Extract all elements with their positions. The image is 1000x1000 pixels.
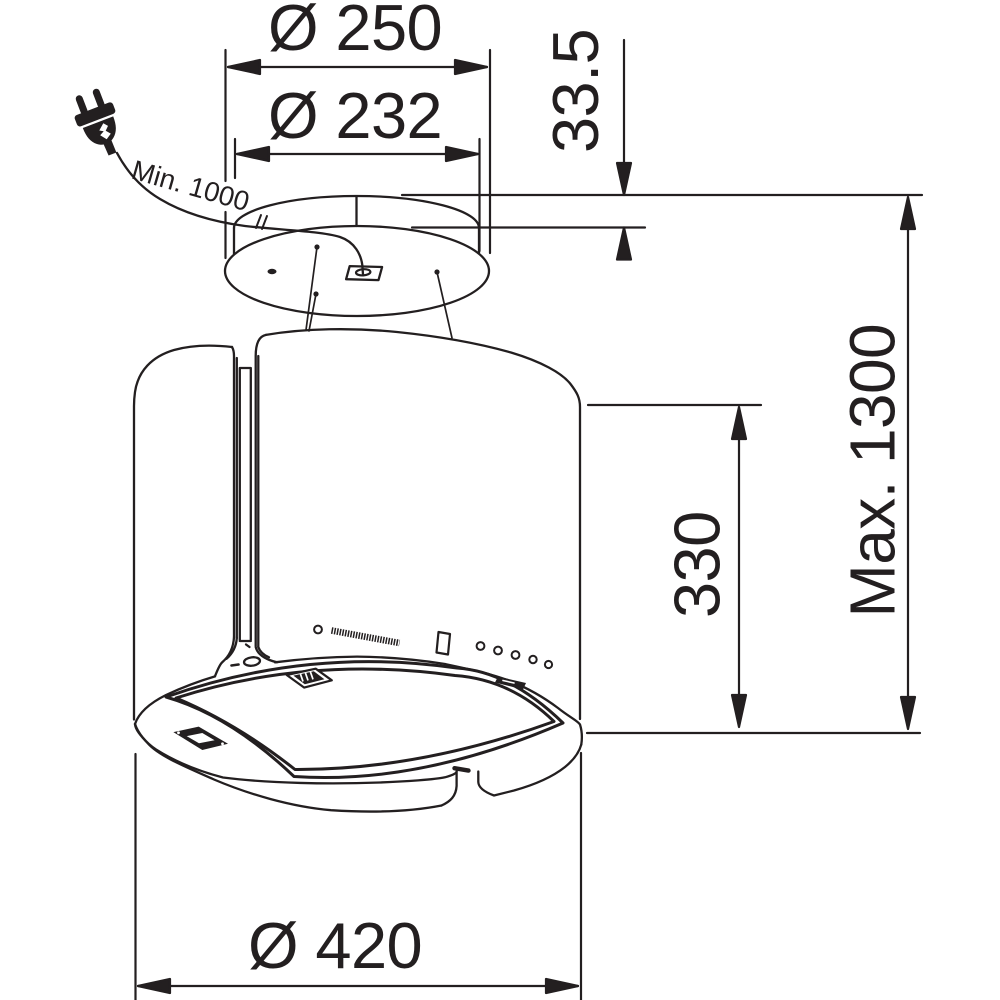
svg-text:33.5: 33.5 <box>539 29 612 153</box>
svg-text:Max. 1300: Max. 1300 <box>837 324 909 617</box>
svg-text:Ø 232: Ø 232 <box>268 79 442 152</box>
svg-text:Ø 250: Ø 250 <box>268 0 442 64</box>
svg-text:330: 330 <box>661 511 734 618</box>
svg-text:Ø 420: Ø 420 <box>248 909 422 982</box>
